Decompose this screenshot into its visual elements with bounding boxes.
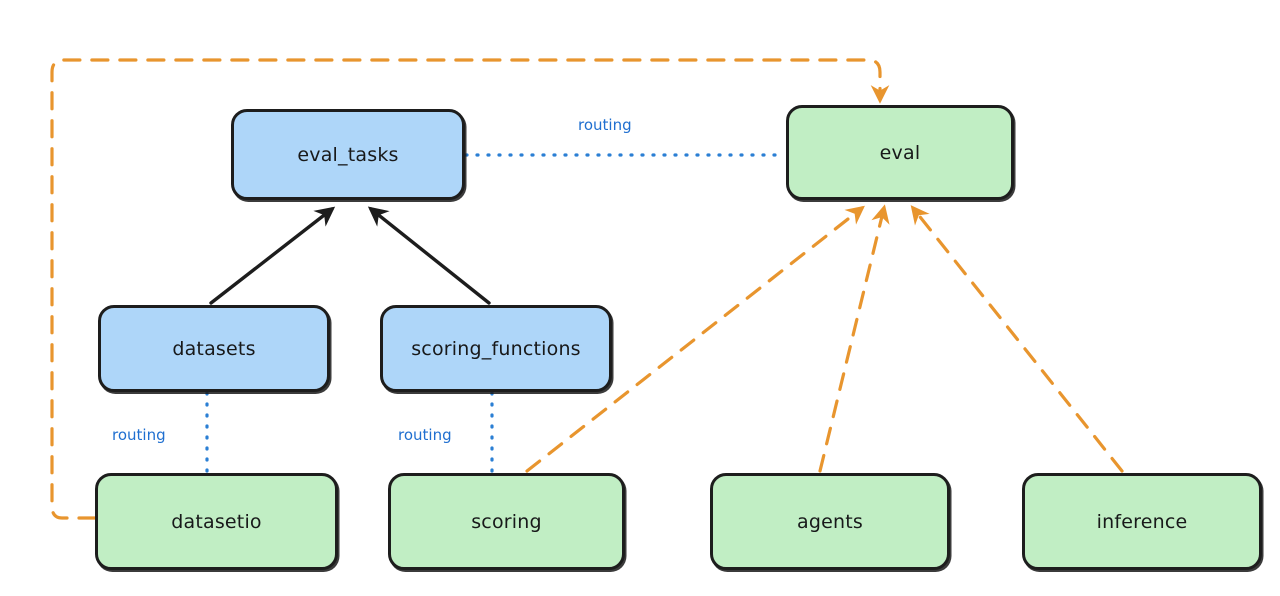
- edge-datasetio-to-eval: [50, 58, 890, 520]
- edge-label-routing-eval: routing: [578, 116, 632, 134]
- edge-agents-to-eval: [818, 204, 890, 473]
- edge-scoring-to-eval: [525, 205, 865, 473]
- node-label: scoring: [471, 510, 542, 533]
- node-datasets[interactable]: datasets: [98, 305, 330, 392]
- edge-scoring_functions-to-eval_tasks: [367, 206, 491, 305]
- node-label: eval_tasks: [297, 143, 399, 166]
- node-datasetio[interactable]: datasetio: [95, 473, 338, 570]
- node-agents[interactable]: agents: [710, 473, 950, 570]
- node-inference[interactable]: inference: [1022, 473, 1262, 570]
- edge-datasets-to-eval_tasks: [209, 206, 336, 305]
- node-eval[interactable]: eval: [786, 105, 1014, 200]
- edge-label-routing-scoring: routing: [398, 426, 452, 444]
- node-scoring[interactable]: scoring: [388, 473, 625, 570]
- node-label: inference: [1096, 510, 1188, 533]
- node-label: datasets: [172, 337, 256, 360]
- node-label: scoring_functions: [411, 337, 581, 360]
- node-label: agents: [797, 510, 863, 533]
- edge-label-routing-datasetio: routing: [112, 426, 166, 444]
- node-label: datasetio: [171, 510, 262, 533]
- node-scoring-functions[interactable]: scoring_functions: [380, 305, 612, 392]
- node-label: eval: [879, 141, 921, 164]
- node-eval-tasks[interactable]: eval_tasks: [231, 109, 465, 200]
- edge-inference-to-eval: [910, 205, 1124, 473]
